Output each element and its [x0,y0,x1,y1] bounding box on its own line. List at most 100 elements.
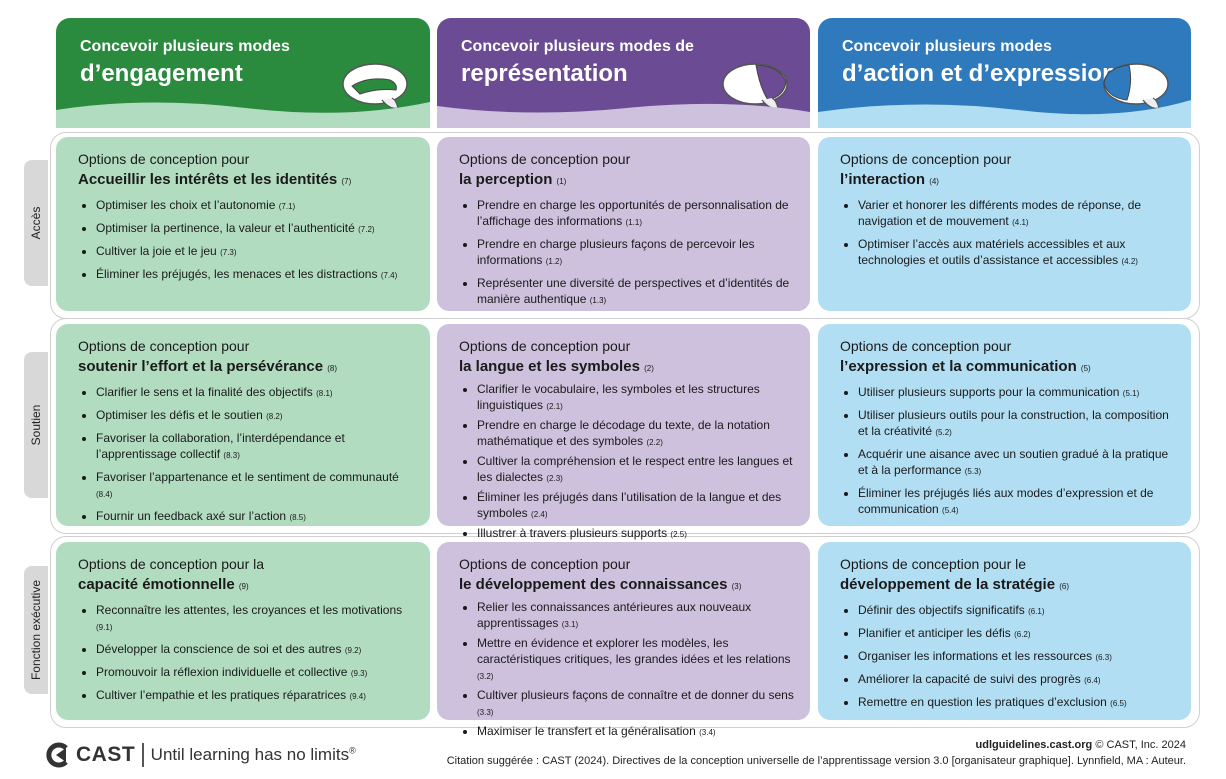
brain-icon [722,63,788,109]
card-intro: Options de conception pour [840,151,1012,167]
list-item: Éliminer les préjugés, les menaces et le… [96,266,416,284]
list-item: Optimiser les défis et le soutien (8.2) [96,407,416,425]
list-item: Fournir un feedback axé sur l’action (8.… [96,508,416,526]
card-intro: Options de conception pour [78,151,250,167]
list-item: Acquérir une aisance avec un soutien gra… [858,446,1177,480]
card-intro: Options de conception pour [459,338,631,354]
list-item: Utiliser plusieurs supports pour la comm… [858,384,1177,402]
list-item: Éliminer les préjugés liés aux modes d’e… [858,485,1177,519]
list-item: Représenter une diversité de perspective… [477,275,796,309]
card-list: Optimiser les choix et l’autonomie (7.1)… [78,197,416,284]
card-title: soutenir l’effort et la persévérance (8) [78,358,338,375]
card-intro: Options de conception pour [78,338,250,354]
cast-tagline: Until learning has no limits® [150,745,356,764]
row-label: Fonction exécutive [29,579,43,681]
list-item: Optimiser l’accès aux matériels accessib… [858,236,1177,270]
header-line2: d’engagement [80,60,243,87]
list-item: Cultiver la joie et le jeu (7.3) [96,243,416,261]
list-item: Prendre en charge le décodage du texte, … [477,417,796,451]
card-interaction: Options de conception pour l’interaction… [818,137,1191,311]
card-developpement-connaissances: Options de conception pour le développem… [437,542,810,738]
list-item: Planifier et anticiper les défis (6.2) [858,625,1177,643]
card-list: Relier les connaissances antérieures aux… [459,599,796,741]
copyright: © CAST, Inc. 2024 [1095,739,1186,751]
card-title: Accueillir les intérêts et les identités… [78,171,352,188]
list-item: Éliminer les préjugés dans l’utilisation… [477,489,796,523]
card-effort-perseverance: Options de conception pour soutenir l’ef… [56,324,430,526]
list-item: Organiser les informations et les ressou… [858,648,1177,666]
header-line1: Concevoir plusieurs modes [80,38,290,55]
card-list: Varier et honorer les différents modes d… [840,197,1177,270]
header-line1: Concevoir plusieurs modes de [461,38,694,55]
list-item: Clarifier le vocabulaire, les symboles e… [477,381,796,415]
list-item: Clarifier le sens et la finalité des obj… [96,384,416,402]
header-line1: Concevoir plusieurs modes [842,38,1052,55]
card-title: l’expression et la communication (5) [840,358,1091,375]
list-item: Cultiver plusieurs façons de connaître e… [477,687,796,721]
cast-logo-icon [46,742,68,768]
header-wave [56,102,430,128]
brain-icon [1103,63,1169,109]
card-list: Reconnaître les attentes, les croyances … [78,602,416,705]
row-tab-acces: Accès [24,160,48,286]
header-representation: Concevoir plusieurs modes de représentat… [437,18,810,128]
list-item: Remettre en question les pratiques d’exc… [858,694,1177,712]
card-title: le développement des connaissances (3) [459,576,742,593]
row-label: Accès [29,206,43,240]
site-link[interactable]: udlguidelines.cast.org [975,739,1093,751]
header-wave [818,100,1191,128]
list-item: Utiliser plusieurs outils pour la constr… [858,407,1177,441]
card-expression-communication: Options de conception pour l’expression … [818,324,1191,526]
row-tab-soutien: Soutien [24,352,48,498]
card-list: Prendre en charge les opportunités de pe… [459,197,796,309]
card-langue-symboles: Options de conception pour la langue et … [437,324,810,540]
card-perception: Options de conception pour la perception… [437,137,810,311]
list-item: Cultiver la compréhension et le respect … [477,453,796,487]
list-item: Illustrer à travers plusieurs supports (… [477,525,796,543]
list-item: Promouvoir la réflexion individuelle et … [96,664,416,682]
logo-separator [142,743,144,767]
cast-wordmark: CAST [76,743,136,766]
list-item: Cultiver l’empathie et les pratiques rép… [96,687,416,705]
card-list: Clarifier le vocabulaire, les symboles e… [459,381,796,543]
card-title: développement de la stratégie (6) [840,576,1070,593]
card-intro: Options de conception pour [459,151,631,167]
card-title: capacité émotionnelle (9) [78,576,249,593]
header-line2: d’action et d’expression [842,60,1117,87]
row-tab-fonction-executive: Fonction exécutive [24,566,48,694]
card-intro: Options de conception pour [840,338,1012,354]
footer-citation: Citation suggérée : CAST (2024). Directi… [446,755,1186,767]
card-list: Utiliser plusieurs supports pour la comm… [840,384,1177,519]
card-capacite-emotionnelle: Options de conception pour la capacité é… [56,542,430,720]
card-title: la perception (1) [459,171,567,188]
header-action-expression: Concevoir plusieurs modes d’action et d’… [818,18,1191,128]
card-interets-identites: Options de conception pour Accueillir le… [56,137,430,311]
list-item: Prendre en charge les opportunités de pe… [477,197,796,231]
card-intro: Options de conception pour la [78,556,265,572]
cast-logo: CAST Until learning has no limits® [44,740,356,770]
list-item: Reconnaître les attentes, les croyances … [96,602,416,636]
list-item: Optimiser les choix et l’autonomie (7.1) [96,197,416,215]
list-item: Maximiser le transfert et la généralisat… [477,723,796,741]
list-item: Favoriser l’appartenance et le sentiment… [96,469,416,503]
card-intro: Options de conception pour le [840,556,1027,572]
list-item: Relier les connaissances antérieures aux… [477,599,796,633]
header-wave [437,103,810,128]
card-list: Clarifier le sens et la finalité des obj… [78,384,416,526]
list-item: Améliorer la capacité de suivi des progr… [858,671,1177,689]
footer-site: udlguidelines.cast.org © CAST, Inc. 2024 [976,739,1186,751]
card-title: la langue et les symboles (2) [459,358,654,375]
brain-icon [342,63,408,109]
list-item: Varier et honorer les différents modes d… [858,197,1177,231]
card-list: Définir des objectifs significatifs (6.1… [840,602,1177,712]
list-item: Définir des objectifs significatifs (6.1… [858,602,1177,620]
list-item: Développer la conscience de soi et des a… [96,641,416,659]
card-title: l’interaction (4) [840,171,939,188]
header-engagement: Concevoir plusieurs modes d’engagement [56,18,430,128]
list-item: Prendre en charge plusieurs façons de pe… [477,236,796,270]
list-item: Optimiser la pertinence, la valeur et l’… [96,220,416,238]
list-item: Mettre en évidence et explorer les modèl… [477,635,796,685]
card-intro: Options de conception pour [459,556,631,572]
list-item: Favoriser la collaboration, l’interdépen… [96,430,416,464]
row-label: Soutien [29,404,43,446]
